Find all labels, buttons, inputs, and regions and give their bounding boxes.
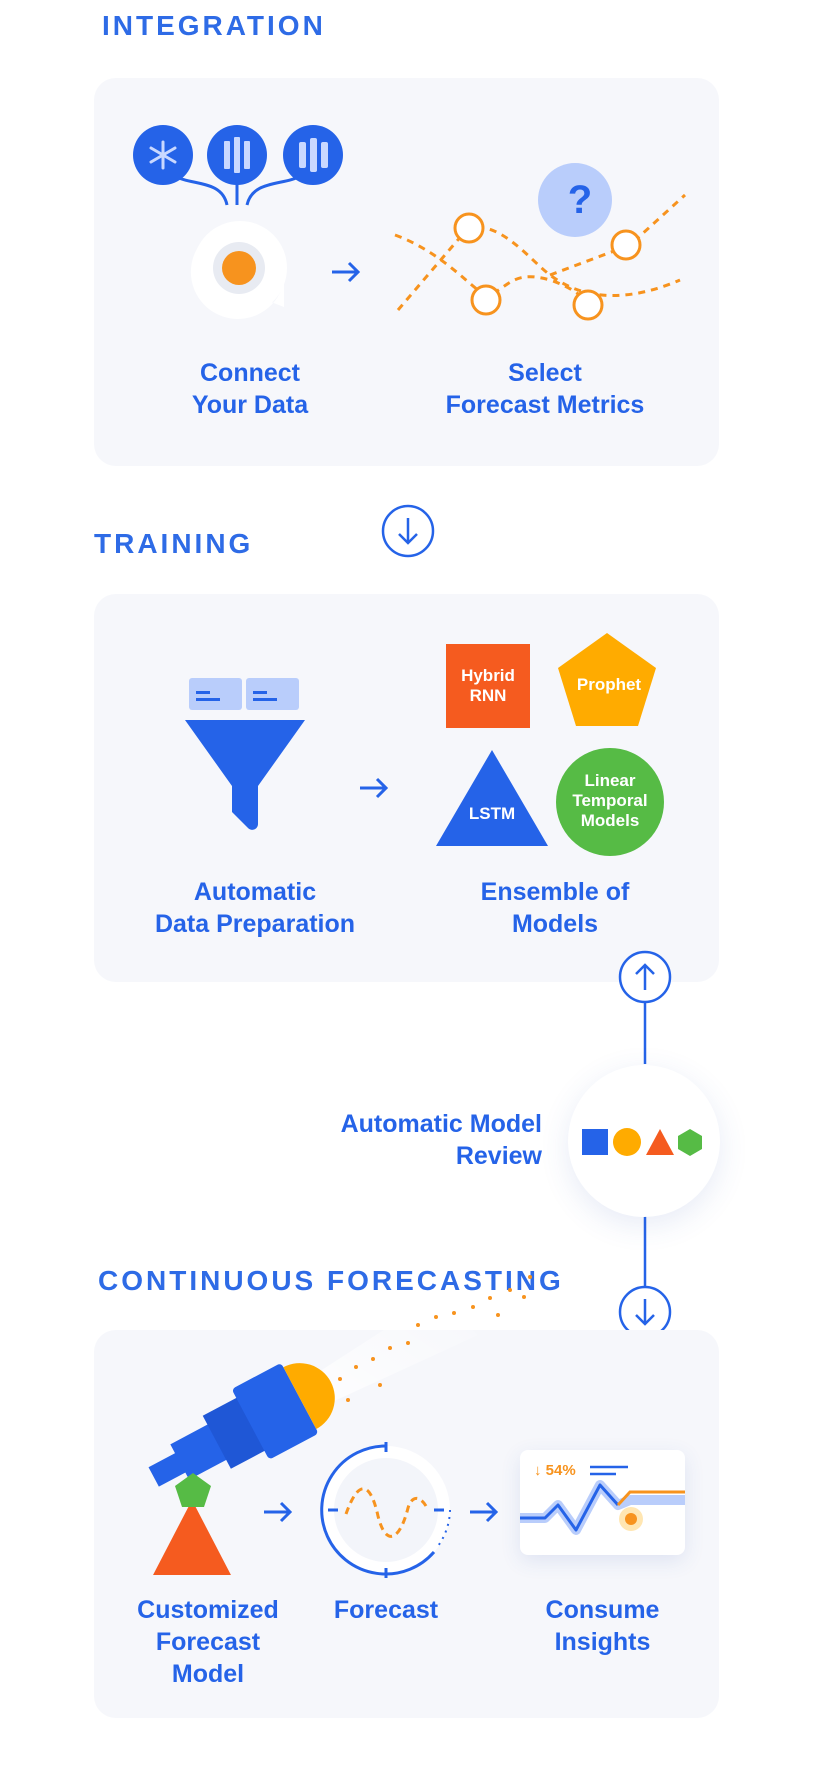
lstm-label: LSTM (468, 804, 516, 823)
model-pentagon (175, 1473, 211, 1507)
forecast-dial-icon (320, 1442, 451, 1578)
linear-temporal-circle (556, 748, 664, 856)
lstm-triangle (436, 750, 548, 846)
question-icon (538, 163, 612, 237)
arrow-right-icon (332, 261, 361, 283)
insights-chart (520, 1465, 685, 1535)
hybrid-rnn-square (446, 644, 530, 728)
arrow-up-circle-icon (618, 950, 672, 1004)
arrow-right-icon (264, 1501, 293, 1523)
funnel-icon (185, 678, 305, 830)
model-review-shapes-icon (582, 1128, 702, 1156)
data-sources-graphic (133, 125, 343, 319)
review-loop-connector (643, 1000, 647, 1286)
arrow-right-icon (360, 777, 389, 799)
section-title-forecasting: CONTINUOUS FORECASTING (98, 1265, 564, 1296)
model-shapes (436, 633, 664, 856)
forecast-label: Forecast (333, 1596, 439, 1624)
prophet-pentagon (558, 633, 656, 726)
model-triangle (153, 1500, 231, 1575)
section-title-integration: INTEGRATION (102, 10, 326, 41)
arrow-right-icon (470, 1501, 499, 1523)
forecast-metrics-graphic (394, 163, 687, 321)
telescope-graphic (148, 1275, 532, 1575)
question-badge-text: ? (567, 178, 593, 222)
section-title-training: TRAINING (94, 528, 254, 559)
prophet-label: Prophet (576, 675, 642, 694)
insights-stat: ↓ 54% (534, 1462, 576, 1479)
arrow-down-circle-icon (381, 504, 435, 558)
